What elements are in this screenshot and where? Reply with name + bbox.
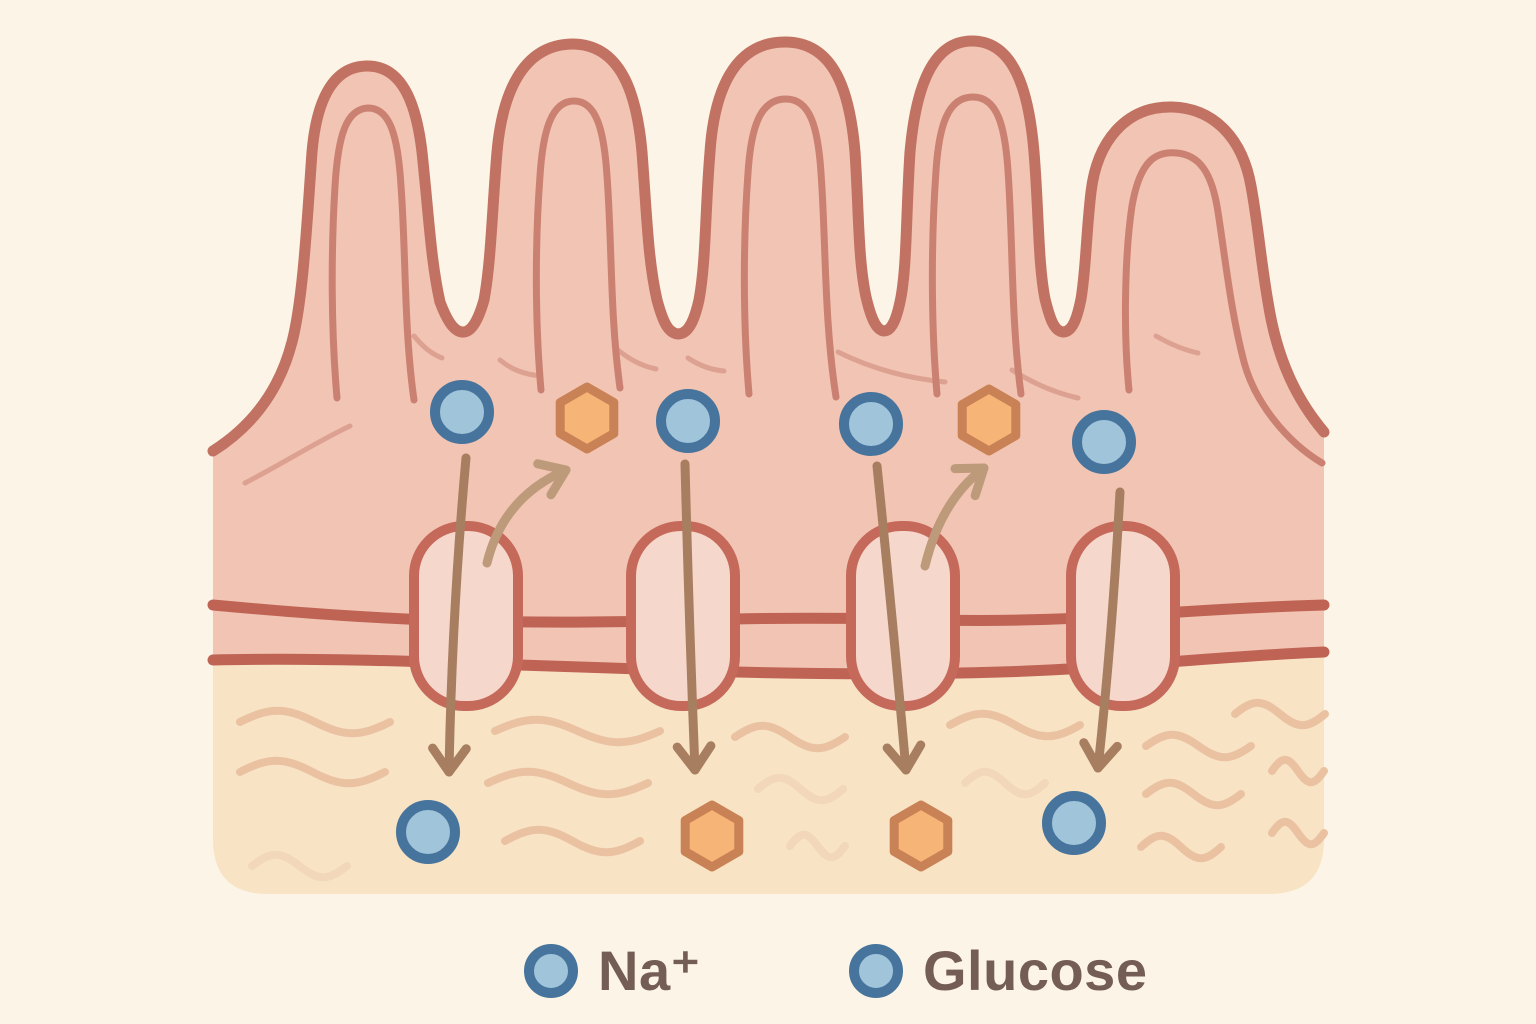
villus-inner-contour [328,104,418,404]
transport-arrow-down-head-icon [1079,738,1122,773]
transport-arrow-down [1093,487,1125,773]
transporter-capsule [409,521,523,711]
wave-line [754,773,847,805]
na-ion [656,389,720,453]
wave-line [1268,755,1328,787]
wave-line [236,756,389,788]
na-ion [430,380,494,444]
transport-arrow-down-head-icon [672,741,716,775]
villus-inner-contour [740,95,840,401]
transport-arrow-down [680,459,700,775]
glucose-molecule [889,800,953,872]
hairline-stroke [1153,333,1201,356]
na-ion [1042,791,1106,855]
villi-inner-contours [328,93,1326,467]
hairline-stroke [497,357,543,379]
ions [396,380,1136,872]
na-ion [839,392,903,456]
glucose-release-arrow [920,463,989,571]
epithelium-body [213,41,1324,674]
glucose-release-arrow [482,465,571,568]
glucose-molecule [957,384,1021,456]
hairline-stroke [242,423,353,486]
transport-arrow-down-head-icon [428,743,471,777]
transport-arrow-down [872,461,911,775]
wave-line [484,767,652,799]
transporter-capsule [846,521,960,711]
hairline-stroke [615,347,659,372]
villus-inner-contour [532,97,624,394]
wave-line [1268,817,1328,849]
wave-line [1231,698,1329,730]
wave-line [946,709,1084,741]
wave-line [248,850,351,882]
villus-inner-contour [1121,149,1326,467]
transport-arrow-down [444,453,471,777]
wave-line [1137,831,1225,863]
interstitium-waves [236,698,1329,882]
transport-arrow-down-head-icon [882,740,926,775]
villi-outline [207,35,1330,457]
glucose-release-arrow-head-icon [533,459,571,500]
transport-arrows [428,453,1125,777]
wave-line [786,830,849,862]
wave-line [501,825,644,857]
wave-line [961,767,1049,799]
glucose-release-arrow-head-icon [950,463,989,501]
wave-line [1142,730,1255,762]
hairline-stroke [411,333,445,361]
glucose-molecule [555,382,619,454]
hairline-stroke [685,355,727,374]
wave-line [731,721,849,753]
wave-line [236,706,394,738]
na-ion [396,800,460,864]
na-ion [1072,410,1136,474]
tissue-hairlines [242,333,1201,486]
wave-line [491,715,664,747]
glucose-molecule [680,800,744,872]
transporter-capsule [1066,521,1180,711]
transporter-proteins [409,521,1180,711]
wave-line [1142,778,1245,810]
villus-inner-contour [928,93,1025,398]
